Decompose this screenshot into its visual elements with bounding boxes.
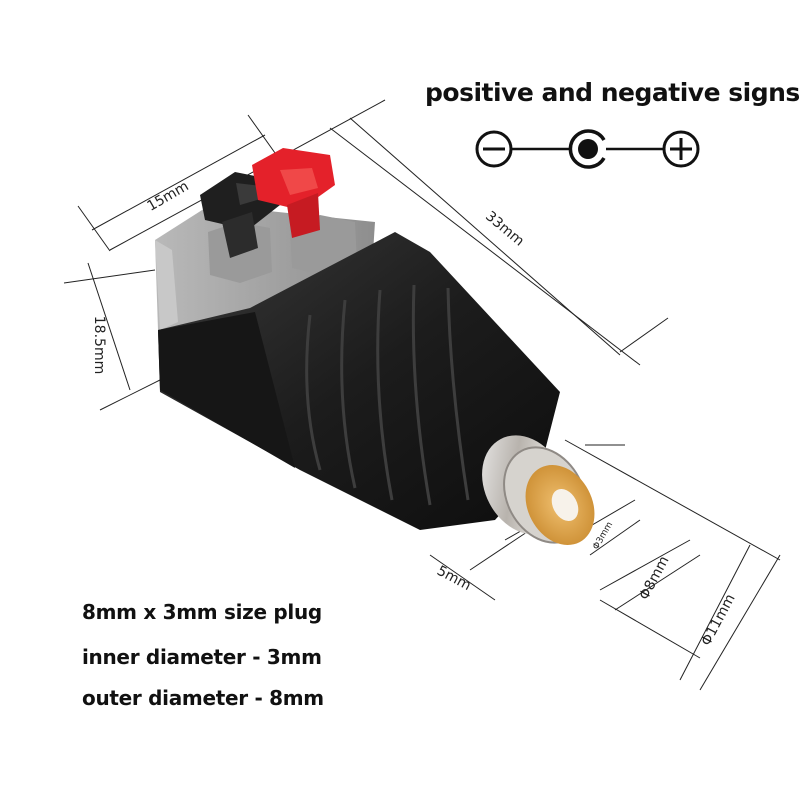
spec-plug-size: 8mm x 3mm size plug [82, 600, 322, 624]
dim-body-label: Φ11mm [698, 592, 738, 649]
polarity-negative-icon [475, 130, 513, 168]
dim-sleeve-label: 5mm [434, 563, 473, 594]
polarity-positive-icon [662, 130, 700, 168]
dim-outer-label: Φ8mm [636, 554, 672, 603]
polarity-heading: positive and negative signs [425, 78, 800, 107]
dim-inner-label: Φ3mm [591, 520, 615, 551]
connector-body [158, 232, 560, 530]
dim-height-label: 18.5mm [91, 316, 107, 374]
polarity-diagram [475, 129, 700, 169]
spec-inner-diameter: inner diameter - 3mm [82, 645, 322, 669]
rca-connector [155, 148, 595, 546]
dim-length-label: 33mm [482, 208, 527, 249]
polarity-center-icon [568, 129, 606, 169]
spec-outer-diameter: outer diameter - 8mm [82, 686, 324, 710]
positive-lever [252, 148, 335, 238]
center-pin-hole [551, 488, 579, 522]
